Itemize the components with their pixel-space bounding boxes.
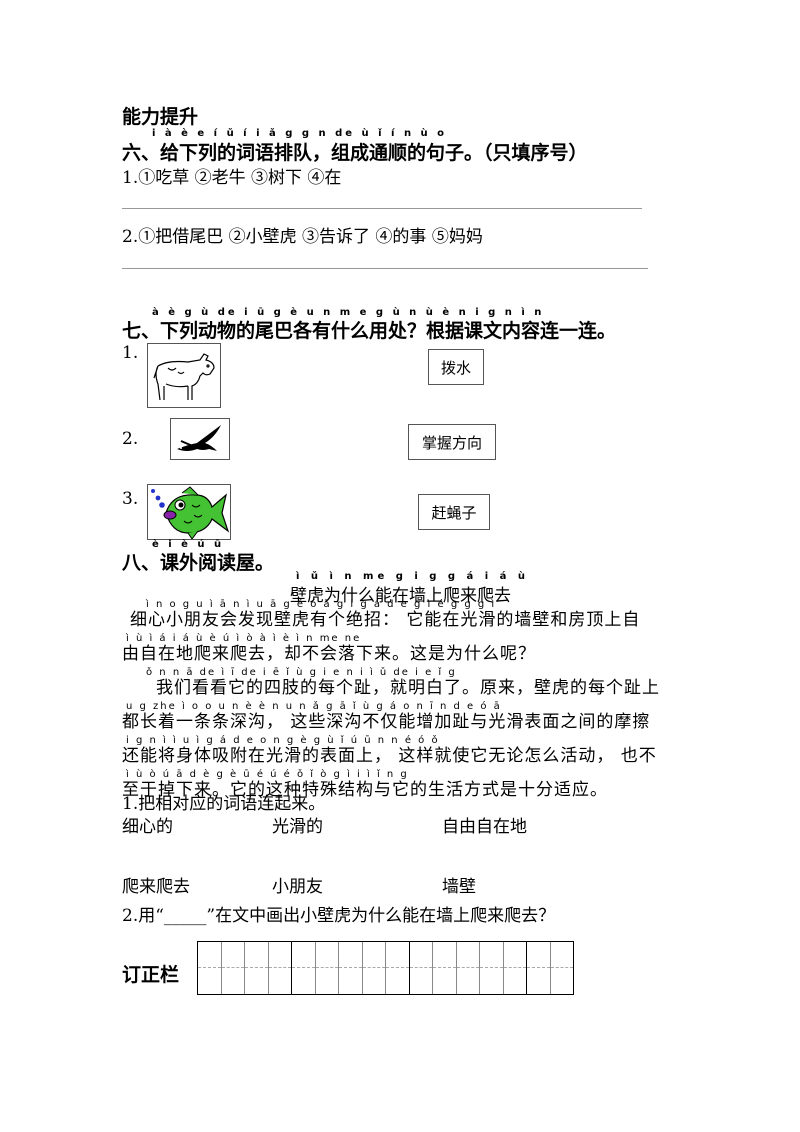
grid-cell[interactable] — [386, 942, 410, 994]
q8-subquestion-1: 1.把相对应的词语连起来。 — [122, 794, 326, 814]
grid-cell[interactable] — [245, 942, 269, 994]
q7-number-3: 3. — [122, 489, 139, 509]
passage-line-5: 还能将身体吸附在光滑的表面上， 这样就使它无论怎么活动， 也不 — [122, 746, 657, 766]
word-xiao-peng-you[interactable]: 小朋友 — [272, 877, 323, 897]
grid-cell[interactable] — [315, 942, 339, 994]
q7-title: 七、下列动物的尾巴各有什么用处？根据课文内容连一连。 — [122, 320, 617, 342]
cow-icon — [153, 353, 215, 401]
cow-image — [147, 343, 221, 408]
passage-line-6: 至于掉下来。它的这种特殊结构与它的生活方式是十分适应。 — [122, 780, 608, 800]
reading-passage: ì n o g u ì ā n ì u ā g é ó ā g i g á d … — [122, 599, 682, 803]
word-qiang-bi[interactable]: 墙壁 — [442, 877, 476, 897]
passage-pinyin-6: ì ù ò ú ā d è g è ū é ú é ǒ ǐ ò g ì i ì … — [126, 769, 409, 780]
q7-pinyin: à è g ù de i ū g è u n m e g ù n ù è n i… — [152, 307, 545, 318]
q8-pinyin: è i è ú ū — [152, 539, 225, 550]
passage-pinyin-1: ì n o g u ì ā n ì u ā g é ó ā g i g á d … — [146, 599, 497, 610]
passage-line-2: 由自在地爬来爬去，却不会落下来。这是为什么呢？ — [122, 644, 536, 664]
fish-image — [147, 484, 231, 540]
grid-cell[interactable] — [362, 942, 386, 994]
q6-title: 六、给下列的词语排队，组成通顺的句子。（只填序号） — [122, 142, 588, 164]
grid-cell[interactable] — [503, 942, 527, 994]
passage-pinyin-5: i g n ì ì u ì g á d e o n g è g ù ǐ ú ū … — [126, 735, 440, 746]
q7-number-2: 2. — [122, 429, 139, 449]
passage-line-4: 都长着一条条深沟， 这些深沟不仅能增加趾与光滑表面之间的摩擦 — [122, 712, 651, 732]
passage-line-3: 我们看看它的四肢的每个趾，就明白了。原来，壁虎的每个趾上 — [156, 678, 660, 698]
option-bo-shui[interactable]: 拨水 — [428, 349, 484, 385]
grid-cell[interactable] — [409, 942, 433, 994]
grid-cell[interactable] — [480, 942, 504, 994]
section-title: 能力提升 — [122, 106, 199, 128]
passage-line-1: 细心小朋友会发现壁虎有个绝招： 它能在光滑的墙壁和房顶上自 — [130, 610, 641, 630]
q6-answer-line-2[interactable] — [122, 268, 648, 269]
passage-pinyin-2: ì ù ì á i á ù è ú ì ò à ì è ì n me ne — [126, 633, 362, 644]
q7-number-1: 1. — [122, 343, 139, 363]
grid-cell[interactable] — [198, 942, 222, 994]
swallow-icon — [177, 425, 221, 451]
passage-title-pinyin: ì ǔ ì n me g i g g á i á ù — [296, 571, 530, 582]
option-zhang-wo-fang-xiang[interactable]: 掌握方向 — [408, 424, 496, 460]
grid-cell[interactable] — [292, 942, 316, 994]
grid-cell[interactable] — [456, 942, 480, 994]
passage-pinyin-4: u g zhe ì o o u n è è n u n ǎ g ā ǐ ù g … — [126, 701, 502, 712]
grid-cell[interactable] — [221, 942, 245, 994]
swallow-image — [170, 418, 230, 460]
grid-cell[interactable] — [268, 942, 292, 994]
q6-answer-line-1[interactable] — [122, 208, 642, 209]
correction-label: 订正栏 — [122, 964, 180, 986]
grid-cell[interactable] — [339, 942, 363, 994]
grid-cell[interactable] — [527, 942, 551, 994]
word-guang-hua-de[interactable]: 光滑的 — [272, 817, 323, 837]
q6-item-1: 1.①吃草 ②老牛 ③树下 ④在 — [122, 168, 342, 188]
word-xi-xin-de[interactable]: 细心的 — [122, 817, 173, 837]
passage-pinyin-3: ǒ n n ā de ì ī de i ē ǐ ù g i e n i ì ǔ … — [146, 667, 457, 678]
fish-icon — [151, 486, 230, 539]
word-pa-lai-pa-qu[interactable]: 爬来爬去 — [122, 877, 190, 897]
grid-cell[interactable] — [433, 942, 457, 994]
correction-grid[interactable] — [197, 941, 574, 995]
q6-pinyin: i à è e í ǔ í i ǎ g g n de ù ǐ í n ù o — [152, 128, 448, 139]
option-gan-ying-zi[interactable]: 赶蝇子 — [418, 494, 490, 530]
grid-cell[interactable] — [550, 942, 574, 994]
passage-title: 壁虎为什么能在墙上爬来爬去 — [290, 586, 511, 606]
q8-title: 八、课外阅读屋。 — [122, 552, 275, 574]
q6-item-2: 2.①把借尾巴 ②小壁虎 ③告诉了 ④的事 ⑤妈妈 — [122, 227, 483, 247]
word-zi-you-zi-zai-di[interactable]: 自由自在地 — [442, 817, 527, 837]
q8-subquestion-2: 2.用“_____”在文中画出小壁虎为什么能在墙上爬来爬去？ — [122, 906, 556, 926]
